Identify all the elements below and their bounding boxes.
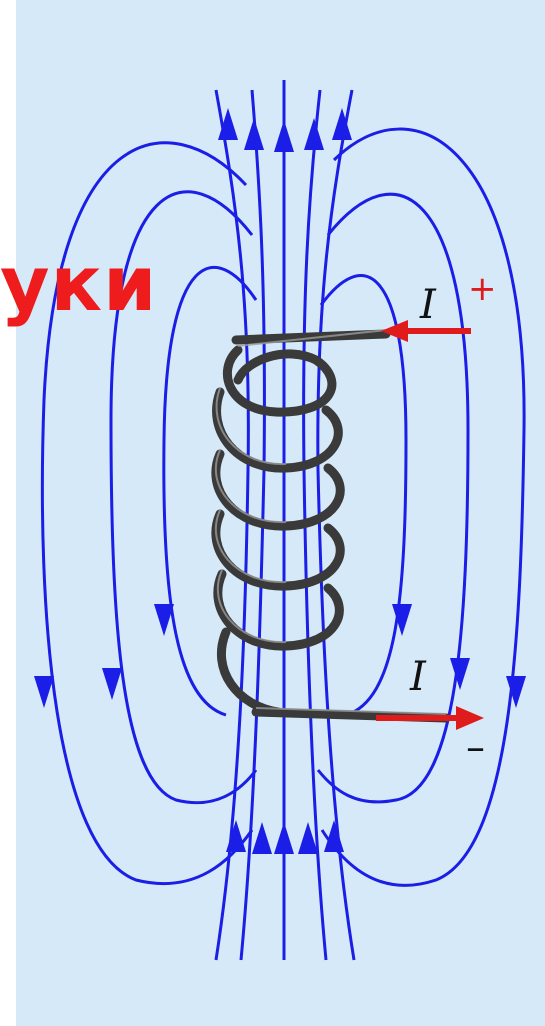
solenoid-coil-highlight [214,329,447,715]
arrow-down-right-mid [450,658,470,690]
current-in-head [381,320,408,342]
arrow-up-bottom-4 [298,822,318,854]
label-minus: – [466,725,485,769]
coil-turn-4 [211,509,345,591]
coil-turn-3 [211,449,345,531]
field-arrowheads [34,108,526,854]
field-loop-left-outer [40,141,254,886]
arrow-up-5 [332,108,352,140]
field-lines-right [316,127,526,887]
coil-turn-1 [223,345,337,417]
label-current-top: I [419,282,437,328]
arrow-down-left-inner [154,604,174,636]
label-current-bottom: I [409,654,427,700]
field-loop-right-mid [316,192,470,804]
current-arrows [376,320,484,730]
field-lines-axial [214,80,356,961]
arrow-up-4 [304,118,324,150]
field-loop-left-mid [109,190,258,805]
coil-turn-5 [213,569,344,651]
arrow-up-bottom-1 [226,820,246,852]
arrow-up-2 [244,118,264,150]
arrow-down-left-mid [102,668,122,700]
arrow-up-3 [274,120,294,152]
title-fragment: уки [0,239,158,328]
field-loop-left-inner [162,265,258,717]
field-loop-right-outer [320,127,526,887]
label-plus: + [468,269,497,309]
arrow-down-right-outer [506,676,526,708]
coil-turn-2 [212,387,343,473]
field-loop-right-inner [319,274,408,717]
lead-top [231,329,391,345]
current-out-head [456,706,484,730]
arrow-up-1 [218,108,238,140]
diagram-panel: I + I – [16,0,545,1026]
field-lines-left [40,141,258,886]
arrow-up-bottom-3 [274,822,294,854]
arrow-up-bottom-5 [324,820,344,852]
arrow-down-left-outer [34,676,54,708]
arrow-down-right-inner [392,604,412,636]
arrow-up-bottom-2 [252,822,272,854]
